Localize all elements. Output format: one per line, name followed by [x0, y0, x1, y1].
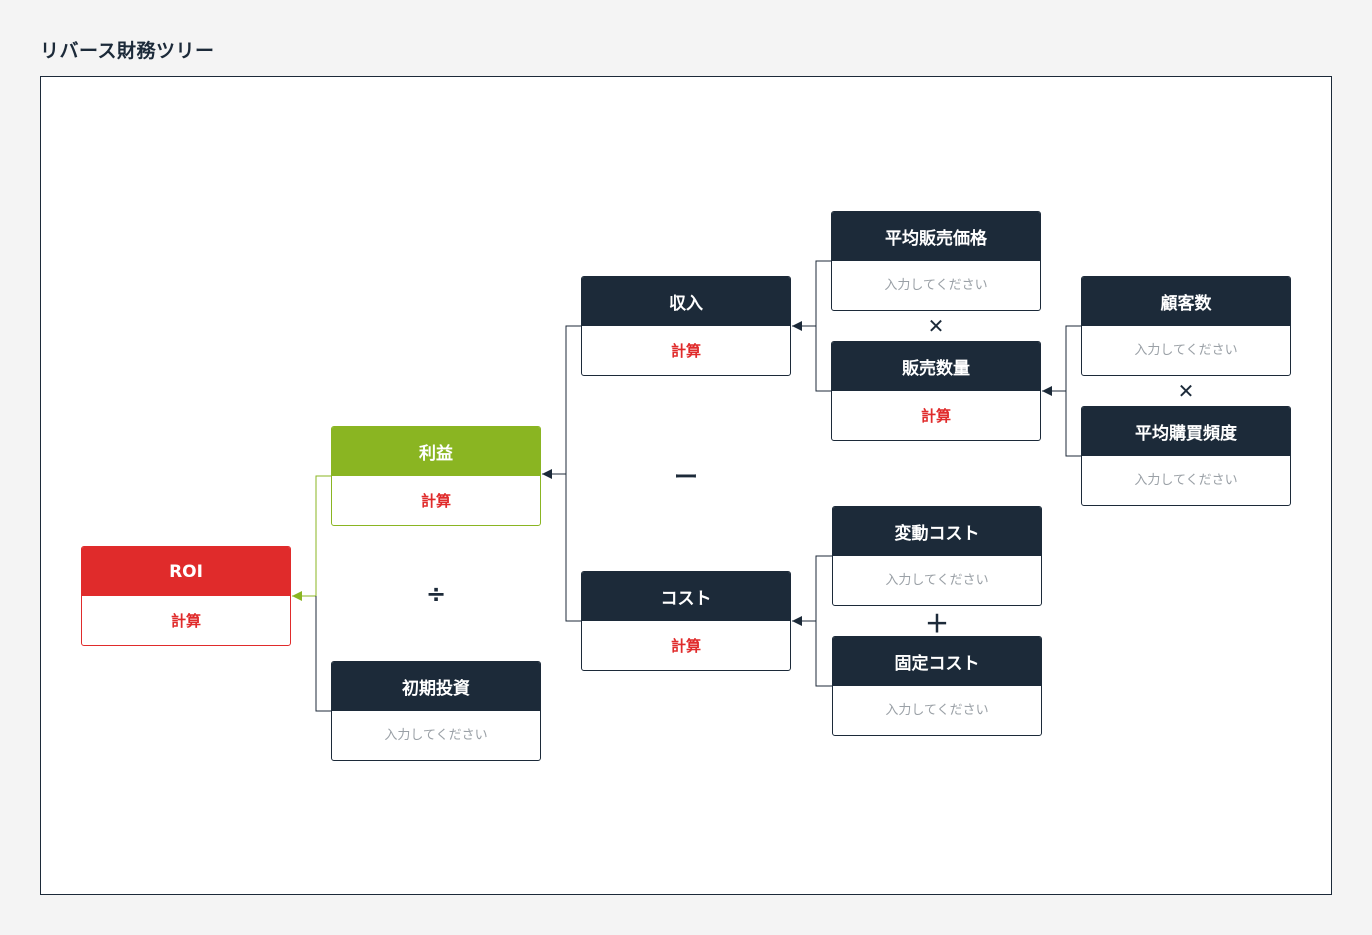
node-customers: 顧客数	[1081, 276, 1291, 376]
connector-investment	[315, 596, 332, 712]
node-avg-price-label: 平均販売価格	[832, 212, 1040, 261]
node-customers-label: 顧客数	[1082, 277, 1290, 326]
minus-operator: ー	[674, 462, 698, 491]
node-roi-label: ROI	[82, 547, 290, 596]
node-roi-value: 計算	[170, 612, 201, 630]
customers-input[interactable]	[1082, 325, 1290, 375]
avg-price-input[interactable]	[832, 260, 1040, 310]
node-initial-investment-label: 初期投資	[332, 662, 540, 711]
node-revenue: 収入 計算	[581, 276, 791, 376]
connector-customers	[1042, 325, 1082, 396]
times-operator-revenue: ✕	[927, 314, 945, 338]
connector-sales-volume	[815, 326, 832, 392]
connector-variable-cost	[792, 555, 833, 626]
connector-lines	[292, 260, 1082, 712]
node-revenue-value: 計算	[670, 342, 701, 360]
initial-investment-input[interactable]	[332, 710, 540, 760]
node-roi: ROI 計算	[81, 546, 291, 646]
node-sales-volume-value: 計算	[920, 407, 951, 425]
node-variable-cost: 変動コスト	[832, 506, 1042, 606]
node-avg-price: 平均販売価格	[831, 211, 1041, 311]
connector-profit	[292, 475, 332, 601]
page-title: リバース財務ツリー	[40, 40, 215, 62]
connector-revenue	[542, 325, 582, 479]
variable-cost-input[interactable]	[833, 555, 1041, 605]
node-profit-label: 利益	[332, 427, 540, 476]
connector-avg-price	[792, 260, 832, 331]
divide-operator: ÷	[425, 580, 447, 608]
node-sales-volume-label: 販売数量	[832, 342, 1040, 391]
node-cost-value: 計算	[670, 637, 701, 655]
node-fixed-cost: 固定コスト	[832, 636, 1042, 736]
node-profit: 利益 計算	[331, 426, 541, 526]
node-revenue-label: 収入	[582, 277, 790, 326]
node-avg-frequency: 平均購買頻度	[1081, 406, 1291, 506]
plus-operator: ＋	[925, 609, 949, 638]
node-avg-frequency-label: 平均購買頻度	[1082, 407, 1290, 456]
connector-fixed-cost	[815, 621, 833, 687]
avg-frequency-input[interactable]	[1082, 455, 1290, 505]
node-sales-volume: 販売数量 計算	[831, 341, 1041, 441]
node-fixed-cost-label: 固定コスト	[833, 637, 1041, 686]
times-operator-volume: ✕	[1177, 379, 1195, 403]
fixed-cost-input[interactable]	[833, 685, 1041, 735]
node-cost: コスト 計算	[581, 571, 791, 671]
node-initial-investment: 初期投資	[331, 661, 541, 761]
connector-cost	[565, 474, 582, 622]
node-variable-cost-label: 変動コスト	[833, 507, 1041, 556]
tree-canvas: ROI 計算 利益 計算 初期投資 収入 計算 コスト 計算 平均販売価格 販売…	[40, 76, 1332, 895]
connector-frequency	[1065, 391, 1082, 457]
node-cost-label: コスト	[582, 572, 790, 621]
node-profit-value: 計算	[420, 492, 451, 510]
